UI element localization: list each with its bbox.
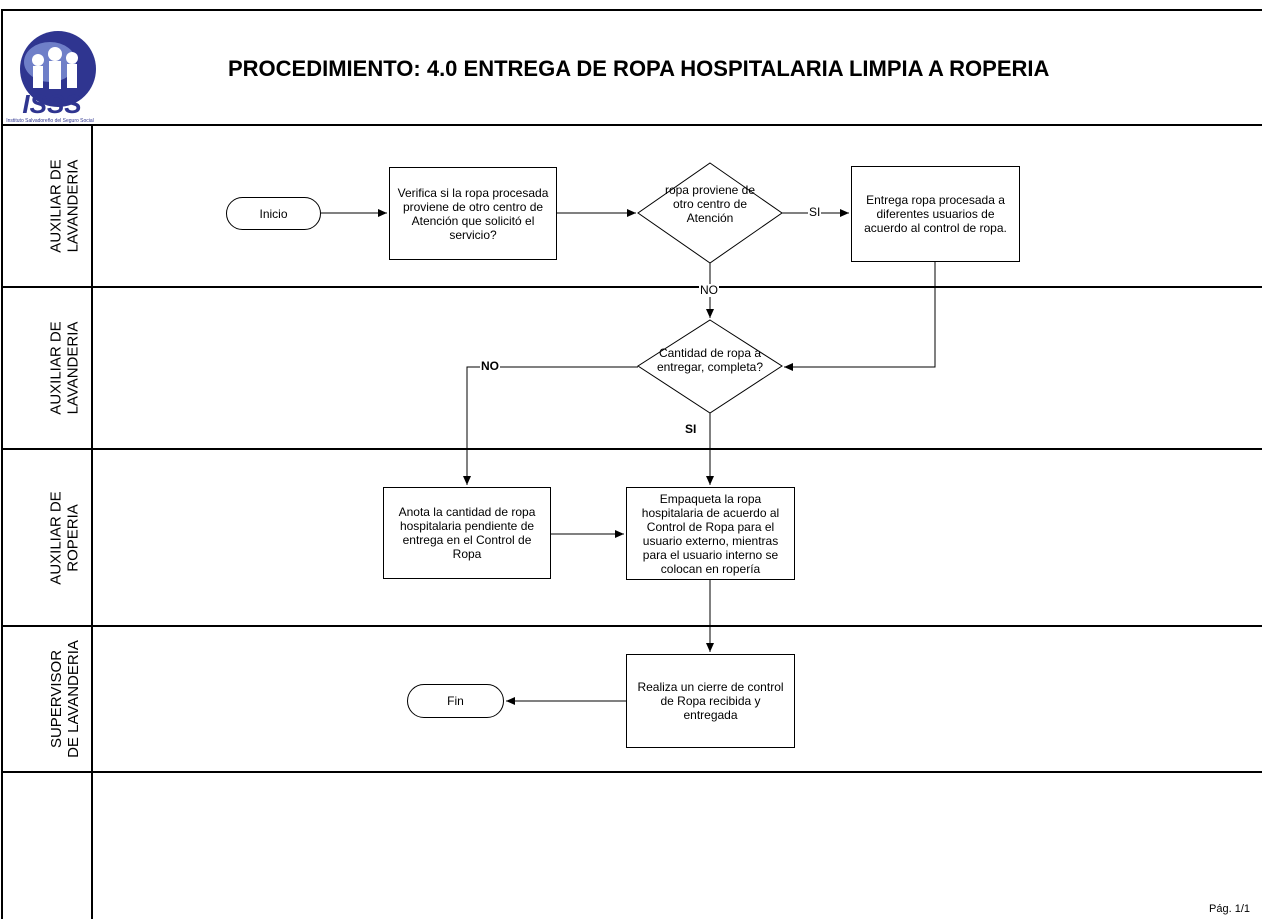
node-entrega: Entrega ropa procesada a diferentes usua… [851, 166, 1020, 262]
edge-label-si-1: SI [808, 205, 822, 219]
node-decision-cantidad: Cantidad de ropa a entregar, completa? [656, 346, 764, 374]
page-title: PROCEDIMIENTO: 4.0 ENTREGA DE ROPA HOSPI… [228, 56, 1050, 81]
page-frame [1, 9, 1262, 919]
isss-logo: ISSS Instituto Salvadoreño del Seguro So… [6, 31, 96, 124]
logo-letters: ISSS [22, 89, 82, 119]
lane-label-auxiliar-lavanderia-1: AUXILIAR DE LAVANDERIA [48, 159, 82, 253]
lane-label-auxiliar-lavanderia-2: AUXILIAR DE LAVANDERIA [48, 321, 82, 415]
lane-label-supervisor-lavanderia: SUPERVISOR DE LAVANDERIA [48, 640, 82, 758]
lane-label-auxiliar-roperia: AUXILIAR DE ROPERIA [48, 490, 82, 585]
edge-label-no-2: NO [480, 359, 500, 373]
node-inicio: Inicio [226, 197, 321, 230]
arrow-entrega-cantidad [784, 261, 936, 371]
node-realiza: Realiza un cierre de control de Ropa rec… [626, 654, 795, 748]
lane-label-empty [38, 772, 92, 919]
edge-label-no-1: NO [699, 283, 719, 297]
node-empaqueta: Empaqueta la ropa hospitalaria de acuerd… [626, 487, 795, 580]
node-verifica: Verifica si la ropa procesada proviene d… [389, 167, 557, 260]
node-decision-otro-centro: ropa proviene de otro centro de Atención [664, 183, 756, 225]
page-number: Pág. 1/1 [1209, 903, 1250, 915]
node-anota: Anota la cantidad de ropa hospitalaria p… [383, 487, 551, 579]
logo-caption: Instituto Salvadoreño del Seguro Social [6, 118, 94, 124]
edge-label-si-2: SI [684, 422, 698, 436]
arrow-no-anota [463, 366, 638, 485]
node-fin: Fin [407, 684, 504, 718]
